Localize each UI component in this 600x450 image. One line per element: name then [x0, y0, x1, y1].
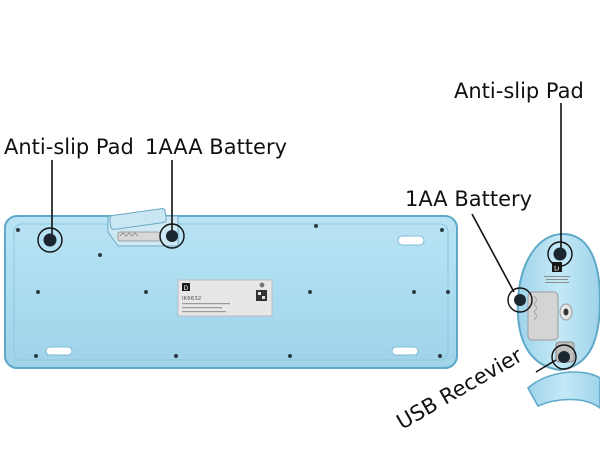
- label-anti-slip-pad-keyboard: Anti-slip Pad: [4, 135, 134, 159]
- keyboard-anti-slip-pad: [43, 233, 57, 247]
- keyboard-foot-slot: [391, 346, 419, 356]
- qr-code-icon: [256, 290, 267, 301]
- keyboard-bottom: D IK6632: [4, 208, 458, 369]
- product-label: D IK6632: [177, 279, 273, 317]
- svg-text:D: D: [184, 285, 189, 292]
- label-aa-battery: 1AA Battery: [405, 187, 532, 211]
- keyboard-battery-compartment: [107, 208, 179, 247]
- label-anti-slip-pad-mouse: Anti-slip Pad: [454, 79, 584, 103]
- label-aaa-battery: 1AAA Battery: [145, 135, 287, 159]
- mouse-battery-compartment: [527, 291, 559, 341]
- svg-text:D: D: [554, 265, 559, 273]
- mouse-anti-slip-pad: [553, 247, 567, 261]
- callout-lines: [37, 103, 577, 373]
- keyboard-foot-slot: [397, 235, 425, 246]
- mouse-battery-pad: [514, 294, 526, 306]
- usb-receiver: [558, 351, 570, 363]
- product-label-model: IK6632: [182, 296, 201, 302]
- mouse-bottom: D: [514, 232, 600, 409]
- mouse-logo: [552, 262, 562, 272]
- mouse-battery-cover: [526, 371, 600, 409]
- screw-holes: [16, 224, 450, 358]
- keyboard-battery-cover-pad: [166, 230, 178, 242]
- keyboard-foot-slot: [45, 346, 73, 356]
